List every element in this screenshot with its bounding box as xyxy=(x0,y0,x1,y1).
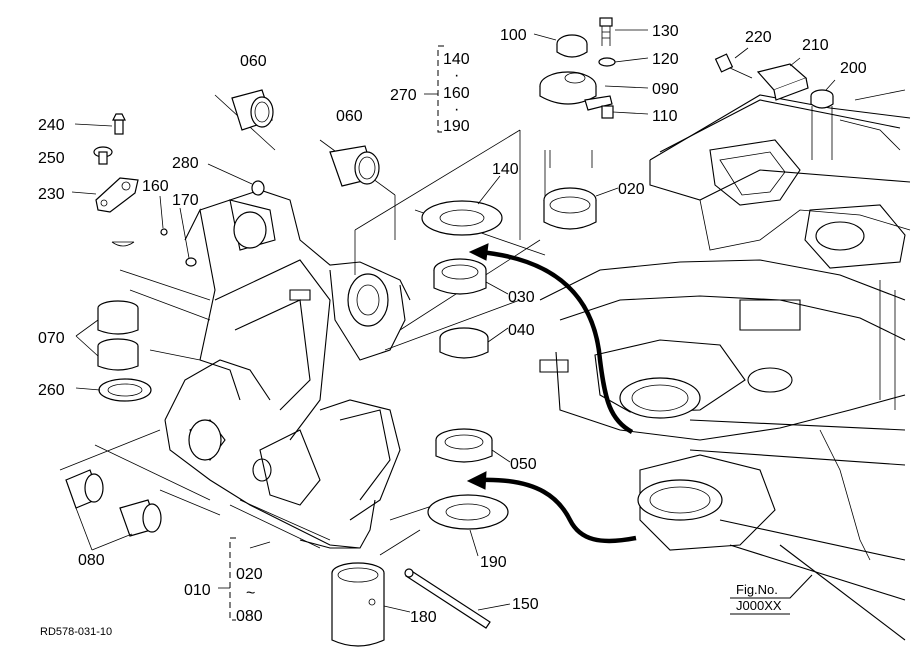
callout-070: 070 xyxy=(38,330,65,347)
callout-labels: 100 130 120 090 110 220 210 200 060 060 … xyxy=(38,23,867,638)
part-140 xyxy=(421,200,503,236)
part-080 xyxy=(65,469,162,537)
leader-lines xyxy=(71,29,836,613)
callout-150: 150 xyxy=(512,596,539,613)
part-260 xyxy=(98,378,152,402)
figure-number-value: J000XX xyxy=(736,598,782,613)
callout-040: 040 xyxy=(508,322,535,339)
callout-210: 210 xyxy=(802,37,829,54)
parts xyxy=(65,17,834,647)
part-070 xyxy=(97,300,139,371)
part-130 xyxy=(599,17,613,46)
callout-230: 230 xyxy=(38,186,65,203)
part-170 xyxy=(185,257,197,267)
part-160 xyxy=(160,228,168,236)
group-270-label: 270 xyxy=(390,87,417,104)
callout-250: 250 xyxy=(38,150,65,167)
part-220 xyxy=(714,53,753,79)
part-180 xyxy=(331,562,385,647)
part-240 xyxy=(112,113,126,135)
group-010-range-end: 080 xyxy=(236,608,263,625)
callout-140: 140 xyxy=(492,161,519,178)
machine-frame-drawing xyxy=(539,89,911,641)
group-270-item-1: 140 xyxy=(443,51,470,68)
callout-050: 050 xyxy=(510,456,537,473)
callout-030: 030 xyxy=(508,289,535,306)
drawing-code: RD578-031-10 xyxy=(40,626,112,638)
part-230 xyxy=(95,177,139,213)
callout-180: 180 xyxy=(410,609,437,626)
part-060-lower xyxy=(329,145,380,187)
callout-090: 090 xyxy=(652,81,679,98)
callout-110: 110 xyxy=(652,108,678,125)
callout-280: 280 xyxy=(172,155,199,172)
part-040 xyxy=(439,327,489,359)
figure-number-box xyxy=(730,574,813,615)
callout-160: 160 xyxy=(142,178,169,195)
part-100 xyxy=(556,34,588,58)
part-150 xyxy=(404,568,491,629)
part-110 xyxy=(601,105,614,119)
group-010-range-start: 020 xyxy=(236,566,263,583)
part-060-upper xyxy=(231,89,274,131)
group-270-dot-2: · xyxy=(454,101,459,118)
callout-220: 220 xyxy=(745,29,772,46)
part-250 xyxy=(93,146,113,165)
part-120 xyxy=(598,57,616,67)
callout-080: 080 xyxy=(78,552,105,569)
part-210 xyxy=(756,63,809,101)
callout-060-lower: 060 xyxy=(336,108,363,125)
part-020 xyxy=(543,150,597,230)
part-030 xyxy=(433,258,487,295)
callout-130: 130 xyxy=(652,23,679,40)
callout-100: 100 xyxy=(500,27,527,44)
swing-bracket-drawing xyxy=(164,189,411,549)
flow-arrows xyxy=(466,243,637,544)
group-270-dot-1: · xyxy=(454,67,459,84)
part-050 xyxy=(435,428,493,463)
callout-020: 020 xyxy=(618,181,645,198)
callout-240: 240 xyxy=(38,117,65,134)
part-190 xyxy=(427,494,509,530)
figure-number-label: Fig.No. xyxy=(736,582,778,597)
part-280 xyxy=(251,180,265,196)
callout-060-upper: 060 xyxy=(240,53,267,70)
callout-120: 120 xyxy=(652,51,679,68)
group-010-label: 010 xyxy=(184,582,211,599)
group-010-range-sep: ~ xyxy=(246,585,255,602)
callout-170: 170 xyxy=(172,192,199,209)
callout-200: 200 xyxy=(840,60,867,77)
part-200 xyxy=(810,89,834,160)
group-bracket-270 xyxy=(424,45,444,133)
group-bracket-010 xyxy=(218,537,236,621)
group-270-item-3: 190 xyxy=(443,118,470,135)
group-270-item-2: 160 xyxy=(443,85,470,102)
part-090 xyxy=(539,71,613,111)
callout-190: 190 xyxy=(480,554,507,571)
callout-260: 260 xyxy=(38,382,65,399)
